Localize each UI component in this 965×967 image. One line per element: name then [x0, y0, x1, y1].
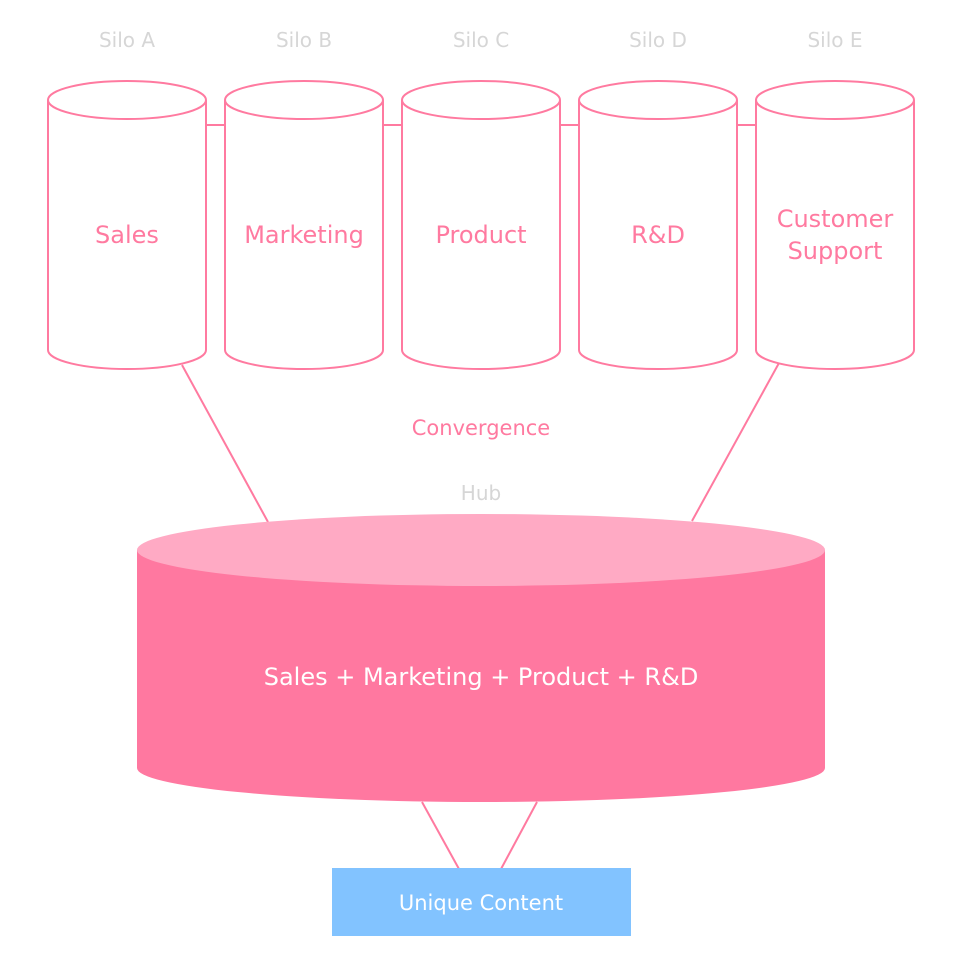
silo-body	[755, 100, 915, 370]
silo-name: Product	[435, 221, 526, 249]
silo-name: R&D	[631, 221, 685, 249]
silo-d: Silo D R&D	[578, 28, 738, 370]
silo-a: Silo A Sales	[47, 28, 207, 370]
hub-top	[137, 514, 825, 586]
output-line-right	[500, 801, 538, 870]
convergence-line-left	[181, 364, 269, 523]
hub-content: Sales + Marketing + Product + R&D	[264, 663, 699, 691]
silo-b: Silo B Marketing	[224, 28, 384, 370]
silo-body	[401, 100, 561, 370]
convergence-line-right	[691, 362, 780, 522]
silo-top	[578, 80, 738, 120]
silo-c: Silo C Product	[401, 28, 561, 370]
output-rect	[332, 868, 631, 936]
output-label: Unique Content	[399, 891, 563, 915]
silo-label: Silo A	[99, 28, 155, 52]
silo-top	[224, 80, 384, 120]
silo-top	[755, 80, 915, 120]
silo-body	[578, 100, 738, 370]
hub-body	[137, 550, 825, 802]
silo-body	[47, 100, 207, 370]
output-line-left	[421, 801, 460, 870]
output-box: Unique Content	[332, 868, 631, 936]
silo-label: Silo B	[276, 28, 332, 52]
silo-body	[224, 100, 384, 370]
silo-name: Support	[788, 237, 883, 265]
silo-name: Marketing	[244, 221, 364, 249]
silo-label: Silo D	[629, 28, 687, 52]
hub-label: Hub	[461, 481, 501, 505]
silo-name: Customer	[777, 205, 894, 233]
convergence-label: Convergence	[412, 416, 550, 440]
silo-name: Sales	[95, 221, 159, 249]
hub-cylinder: Sales + Marketing + Product + R&D	[137, 514, 825, 802]
silo-label: Silo E	[807, 28, 862, 52]
silo-label: Silo C	[453, 28, 509, 52]
silo-top	[401, 80, 561, 120]
silo-top	[47, 80, 207, 120]
